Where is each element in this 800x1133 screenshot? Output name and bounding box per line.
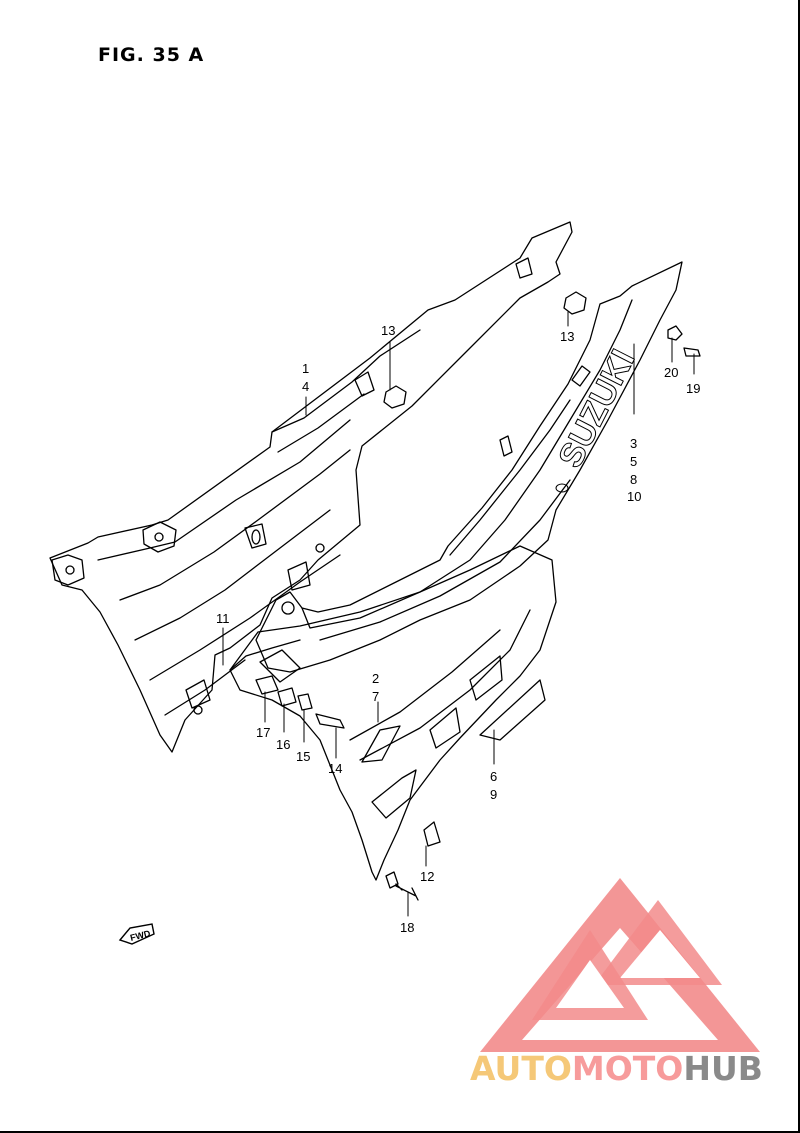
- screw-19: [683, 347, 701, 357]
- washer-15: [297, 693, 313, 711]
- nut-20: [667, 325, 683, 341]
- collar-16: [277, 687, 297, 707]
- callout-3: 3: [630, 436, 638, 451]
- grommet-17: [255, 675, 279, 695]
- callout-11: 11: [216, 611, 230, 626]
- callout-7: 7: [372, 689, 380, 704]
- grommet-13: [383, 385, 407, 409]
- callout-13b: 13: [560, 329, 575, 344]
- watermark-hub: HUB: [683, 1049, 763, 1088]
- callout-1: 1: [302, 361, 310, 376]
- mount-tab: [51, 554, 85, 586]
- callout-18: 18: [400, 920, 415, 935]
- callout-16: 16: [276, 737, 291, 752]
- clip-12: [423, 821, 441, 847]
- watermark-auto: AUTO: [470, 1049, 572, 1088]
- grommet-13b: [563, 291, 587, 315]
- automotohub-logo-icon: [480, 878, 760, 1052]
- callout-15: 15: [296, 749, 311, 764]
- suzuki-emblem: [555, 483, 569, 493]
- bolt-14: [315, 713, 345, 729]
- screw-18: [395, 883, 419, 901]
- callout-6: 6: [490, 769, 498, 784]
- left-frame-cover: [49, 221, 573, 753]
- callout-14: 14: [328, 761, 343, 776]
- callout-2: 2: [372, 671, 380, 686]
- callout-8: 8: [630, 472, 638, 487]
- callout-17: 17: [256, 725, 271, 740]
- callout-13a: 13: [381, 323, 396, 338]
- callout-5: 5: [630, 454, 638, 469]
- right-side-cover: [255, 261, 683, 673]
- fwd-arrow-icon: FWD: [118, 923, 155, 945]
- watermark-text: AUTOMOTOHUB: [470, 1052, 763, 1085]
- watermark-moto: MOTO: [571, 1049, 684, 1088]
- callout-10: 10: [627, 489, 642, 504]
- callout-4: 4: [302, 379, 310, 394]
- fwd-label: FWD: [129, 928, 152, 943]
- callout-19: 19: [686, 381, 701, 396]
- lower-side-cover: [229, 545, 557, 881]
- callout-12: 12: [420, 869, 435, 884]
- mount-tab: [142, 521, 177, 553]
- figure-title: FIG. 35 A: [98, 44, 205, 66]
- callout-9: 9: [490, 787, 498, 802]
- callout-20: 20: [664, 365, 679, 380]
